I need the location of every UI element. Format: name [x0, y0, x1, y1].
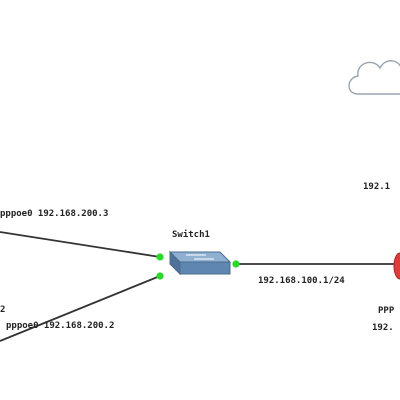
server-ip-label-top: 192.1 [363, 182, 391, 192]
server-ip-label-bottom: 192. [372, 323, 394, 333]
switch-label: Switch1 [172, 230, 210, 240]
router-icon[interactable] [393, 252, 400, 280]
server-name-label: PPP [378, 306, 395, 316]
link-line-client-bottom[interactable] [0, 275, 161, 342]
link-status-dot [156, 272, 164, 280]
link-status-dot [232, 260, 240, 268]
switch-icon[interactable] [168, 250, 232, 276]
link-line-client-top[interactable] [0, 231, 161, 258]
link-label-server: 192.168.100.1/24 [258, 276, 345, 286]
cloud-icon[interactable] [348, 60, 400, 95]
link-label-bottom: pppoe0 192.168.200.2 [6, 321, 115, 331]
link-label-top: pppoe0 192.168.200.3 [0, 209, 109, 219]
client-name-label-partial: 2 [0, 305, 6, 315]
link-status-dot [156, 253, 164, 261]
